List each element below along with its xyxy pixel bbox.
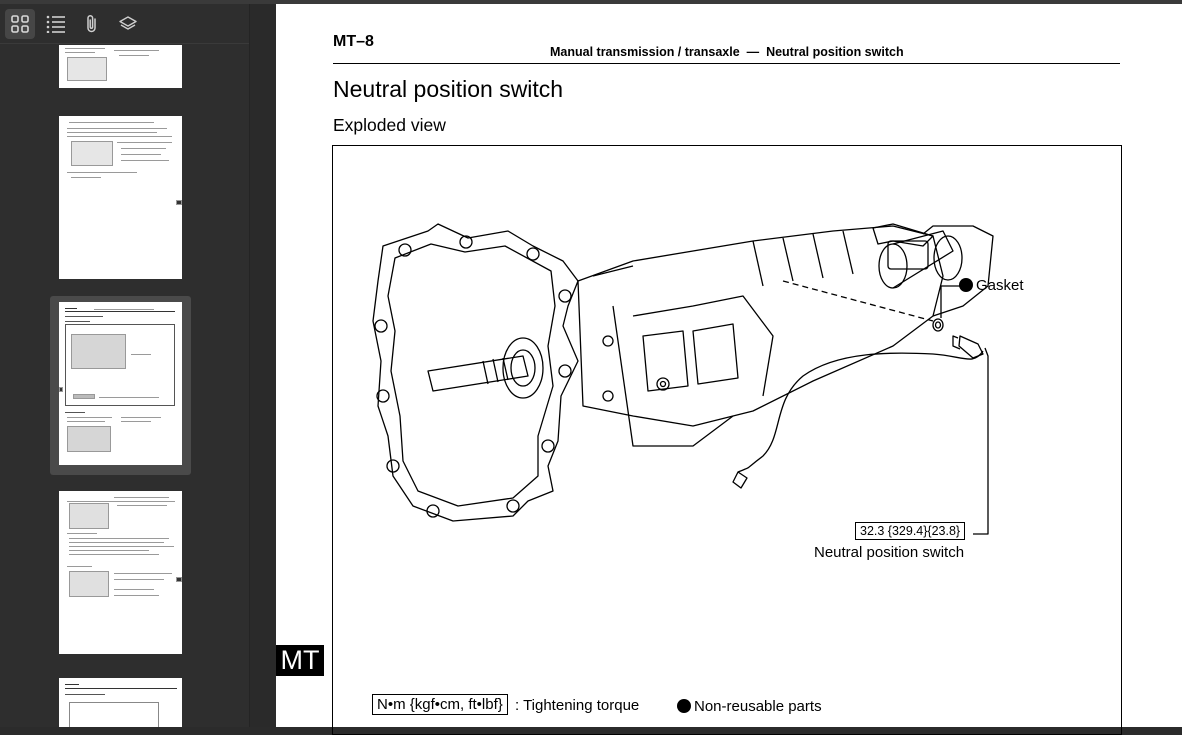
- legend-torque-text: : Tightening torque: [515, 697, 640, 714]
- legend-torque-units: N•m {kgf•cm, ft•lbf}: [372, 694, 508, 715]
- outline-view-button[interactable]: [41, 9, 71, 39]
- header-rule: [333, 63, 1120, 64]
- page-thumbnail[interactable]: [59, 678, 182, 727]
- grid-icon: [11, 14, 29, 33]
- sidebar-toolbar: [0, 4, 249, 44]
- header-topic: Neutral position switch: [766, 45, 904, 59]
- thumbnails-view-button[interactable]: [5, 8, 35, 39]
- thumbnail-sidebar: [0, 4, 249, 727]
- section-subtitle: Exploded view: [333, 115, 446, 135]
- page-header: Manual transmission / transaxle — Neutra…: [550, 45, 904, 59]
- thumbnail-list[interactable]: [0, 45, 249, 727]
- window-top-border: [0, 0, 1182, 4]
- page-title: Neutral position switch: [333, 76, 564, 102]
- gasket-callout: Gasket: [959, 277, 1024, 294]
- gasket-label: Gasket: [976, 277, 1024, 294]
- paperclip-icon: [87, 14, 96, 32]
- exploded-view-figure: Gasket 32.3 {329.4}{23.8} Neutral positi…: [332, 145, 1122, 735]
- page-thumbnail[interactable]: [59, 45, 182, 88]
- legend-nonreusable: Non-reusable parts: [677, 698, 822, 715]
- section-side-tab: MT: [276, 645, 324, 676]
- torque-spec-box: 32.3 {329.4}{23.8}: [855, 522, 966, 540]
- switch-label: Neutral position switch: [814, 544, 965, 561]
- transmission-drawing: [372, 223, 994, 535]
- layers-view-button[interactable]: [113, 9, 143, 39]
- list-icon: [46, 15, 65, 33]
- sidebar-splitter[interactable]: [249, 4, 276, 727]
- attachments-view-button[interactable]: [77, 9, 107, 39]
- page-thumbnail[interactable]: [59, 116, 182, 279]
- document-page: MT–8 Manual transmission / transaxle — N…: [276, 4, 1182, 735]
- legend-nonreusable-text: Non-reusable parts: [694, 698, 822, 715]
- layers-icon: [119, 15, 137, 30]
- non-reusable-dot-icon: [677, 699, 691, 713]
- page-number: MT–8: [333, 33, 374, 50]
- header-section: Manual transmission / transaxle: [550, 45, 740, 59]
- page-thumbnail[interactable]: [59, 491, 182, 654]
- page-thumbnail-current[interactable]: [59, 302, 182, 465]
- non-reusable-dot-icon: [959, 278, 973, 292]
- header-dash: —: [746, 45, 760, 59]
